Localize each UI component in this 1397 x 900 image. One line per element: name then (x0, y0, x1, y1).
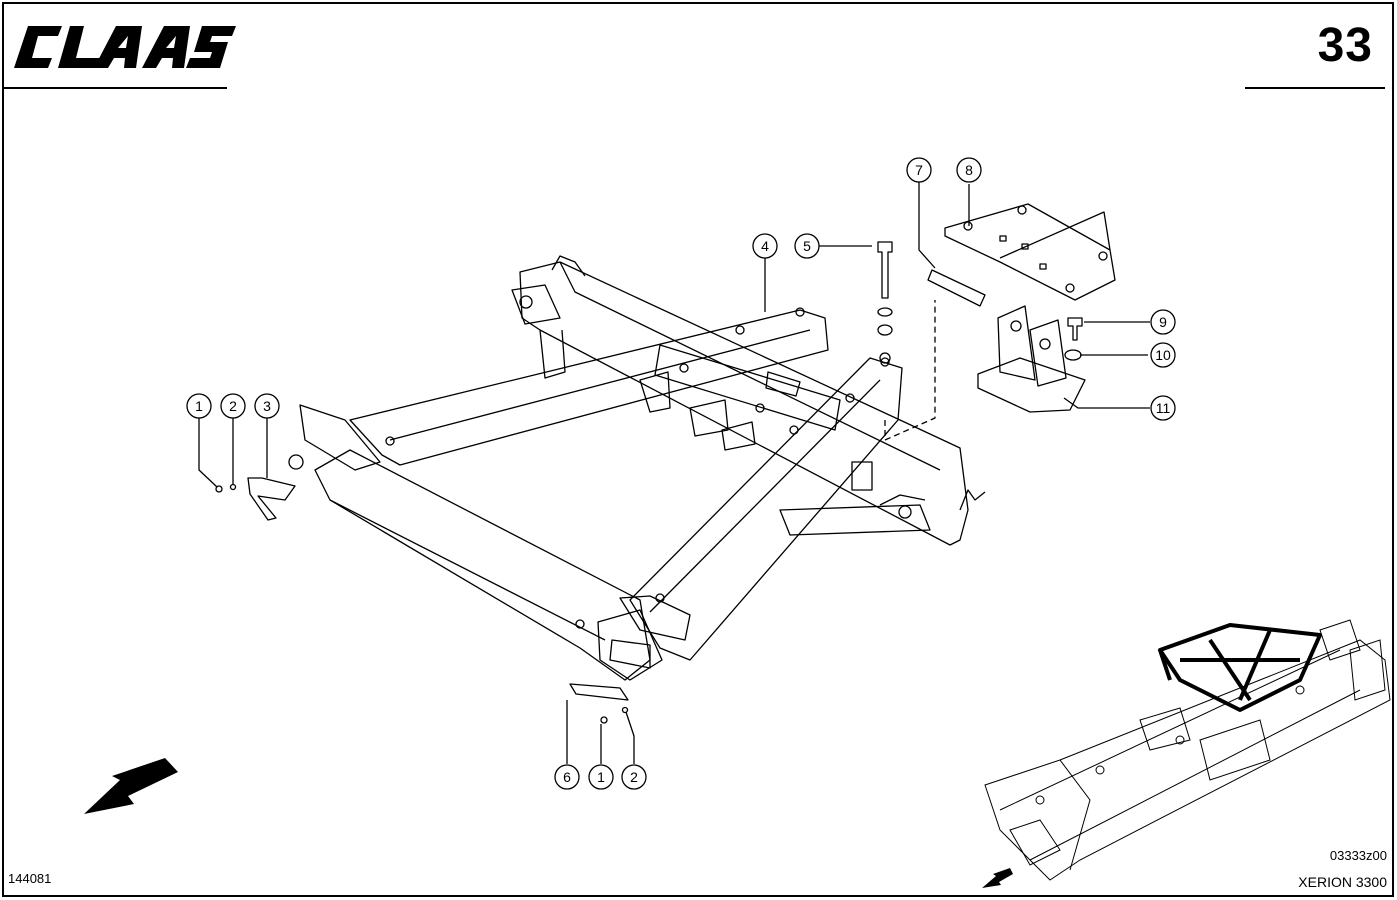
logo-underline (4, 87, 227, 89)
page-number: 33 (1317, 19, 1373, 72)
callout-2-top: 2 (220, 393, 246, 419)
part-6-bracket (569, 683, 629, 701)
callout-4: 4 (752, 233, 778, 259)
svg-text:4: 4 (761, 238, 769, 254)
callout-2-bottom: 2 (621, 764, 647, 790)
callout-6: 6 (554, 764, 580, 790)
svg-text:3: 3 (263, 398, 271, 414)
callout-9: 9 (1150, 309, 1176, 335)
pin-7 (927, 269, 986, 307)
overview-direction-arrow-icon (982, 868, 1013, 888)
callout-11: 11 (1150, 395, 1176, 421)
svg-text:10: 10 (1155, 347, 1171, 363)
part-3-bracket (247, 477, 296, 521)
document-number: 144081 (8, 871, 52, 886)
overview-thumbnail (984, 619, 1391, 881)
svg-text:9: 9 (1159, 314, 1167, 330)
callout-7: 7 (906, 157, 932, 183)
right-long-beam (629, 357, 903, 661)
overview-highlighted-frame (1158, 623, 1322, 712)
svg-text:2: 2 (229, 398, 237, 414)
left-long-beam (314, 449, 651, 681)
callout-3: 3 (254, 393, 280, 419)
svg-text:11: 11 (1156, 400, 1171, 416)
claas-logo (14, 26, 236, 68)
diagonal-beam (349, 309, 829, 466)
model-name: XERION 3300 (1298, 874, 1387, 890)
callout-1-bottom: 1 (588, 764, 614, 790)
svg-text:6: 6 (563, 769, 571, 785)
svg-text:1: 1 (195, 398, 203, 414)
bolt-5 (877, 241, 893, 299)
svg-text:5: 5 (803, 238, 811, 254)
rear-cross-beam (519, 261, 969, 546)
callout-10: 10 (1150, 342, 1176, 368)
svg-text:8: 8 (965, 162, 973, 178)
callout-8: 8 (956, 157, 982, 183)
direction-arrow-icon (84, 758, 178, 814)
svg-text:7: 7 (915, 162, 923, 178)
svg-text:2: 2 (630, 769, 638, 785)
svg-text:1: 1 (597, 769, 605, 785)
page-number-underline (1245, 87, 1385, 89)
bracket-11 (977, 357, 1086, 413)
callout-5: 5 (794, 233, 820, 259)
middle-cross-beam (654, 344, 841, 431)
callout-1-top: 1 (186, 393, 212, 419)
mount-plate-8 (944, 203, 1116, 301)
drawing-reference: 03333z00 (1329, 848, 1387, 863)
